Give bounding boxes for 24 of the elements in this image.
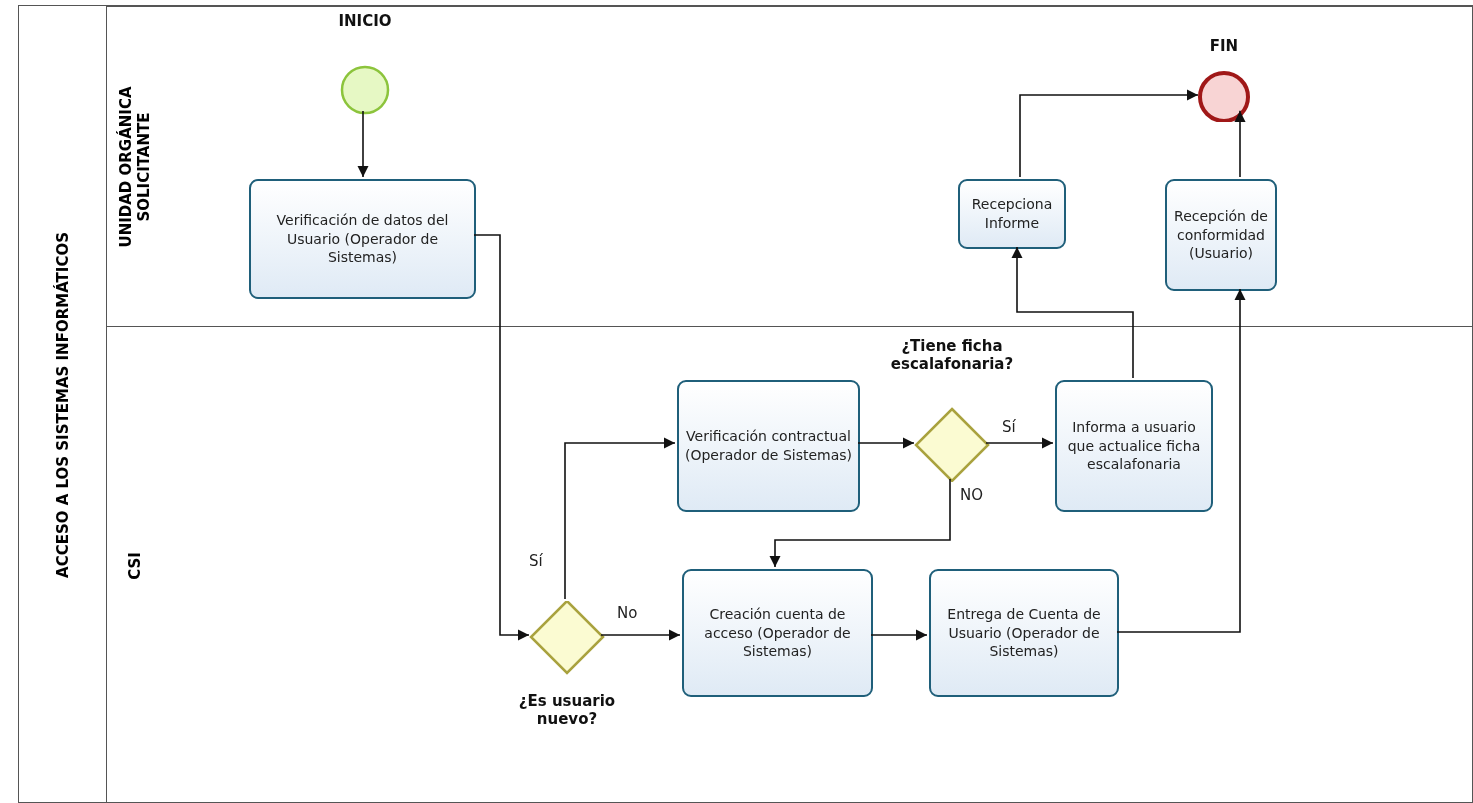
gateway-label: ¿Tiene ficha escalafonaria?	[889, 337, 1015, 373]
event-label: FIN	[1208, 37, 1240, 55]
task-box: Verificación de datos del Usuario (Operador de Sistemas)	[249, 179, 476, 299]
pool	[18, 5, 1473, 803]
arrow	[1234, 110, 1246, 178]
swimlane	[106, 326, 1473, 803]
gateway-label: ¿Es usuario nuevo?	[517, 692, 617, 728]
arrow	[1019, 89, 1199, 178]
lane-label: UNIDAD ORGÁNICA SOLICITANTE	[116, 85, 153, 250]
task-box: Recepciona Informe	[958, 179, 1066, 249]
event-label: INICIO	[337, 12, 393, 30]
task-box: Entrega de Cuenta de Usuario (Operador de Sistemas)	[929, 569, 1119, 697]
swimlane	[106, 6, 1473, 326]
arrow	[600, 629, 681, 641]
arrow	[1011, 246, 1134, 379]
lane-label: CSI	[125, 551, 144, 582]
arrow	[985, 437, 1054, 449]
task-box: Recepción de conformidad (Usuario)	[1165, 179, 1277, 291]
arrow	[769, 478, 951, 568]
task-box: Creación cuenta de acceso (Operador de Sistemas)	[682, 569, 873, 697]
pool-label: ACCESO A LOS SISTEMAS INFORMÁTICOS	[53, 232, 72, 578]
arrow	[564, 437, 676, 600]
task-box: Verificación contractual (Operador de Sistemas)	[677, 380, 860, 512]
task-box: Informa a usuario que actualice ficha escalafonaria	[1055, 380, 1213, 512]
